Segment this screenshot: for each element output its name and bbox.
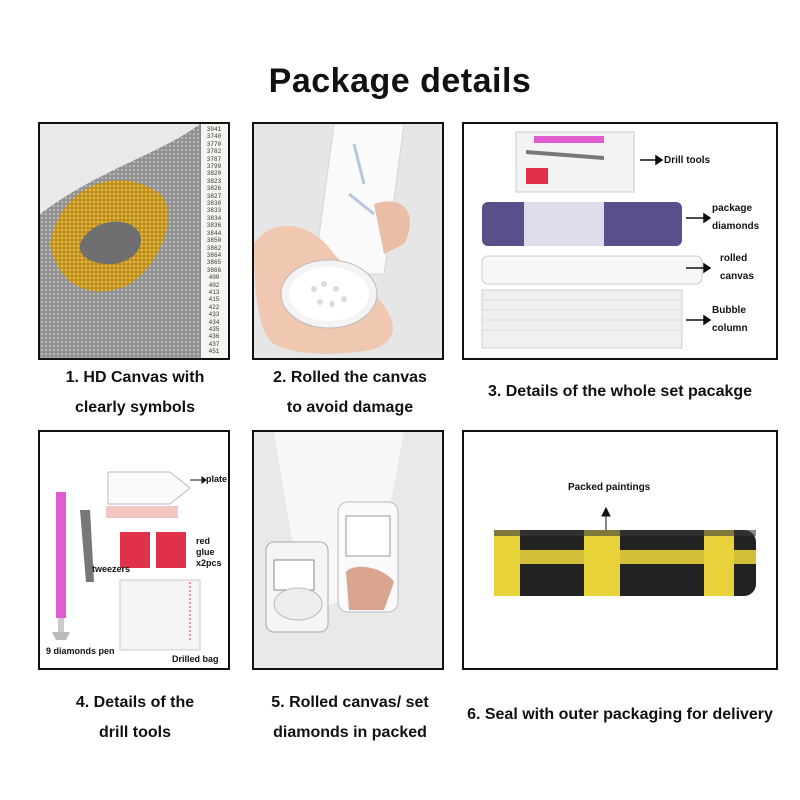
symbol-code: 422: [208, 303, 220, 311]
label-bubble-line1: Bubble: [712, 305, 746, 316]
label-package-line1: package: [712, 203, 753, 214]
symbol-code: 402: [208, 281, 220, 289]
label-tweezers: tweezers: [92, 564, 131, 574]
symbol-code: 433: [208, 311, 220, 319]
symbol-code: 400: [208, 274, 220, 282]
symbol-code: 435: [208, 325, 220, 333]
symbol-code: 3823: [206, 177, 222, 185]
caption-1-line2: clearly symbols: [74, 399, 196, 416]
symbol-code: 3041: [206, 126, 222, 133]
symbol-code: 3820: [206, 170, 222, 178]
drill-tools-photo: [52, 471, 207, 651]
label-rolled-line1: rolled: [720, 253, 748, 264]
caption-3: 3. Details of the whole set pacakge: [487, 383, 753, 400]
symbol-code: 3834: [206, 214, 222, 222]
label-red-glue-text: red glue: [196, 536, 215, 557]
packed-set-photo: [254, 432, 442, 668]
caption-4: 4. Details of the drill tools: [30, 688, 240, 748]
symbol-code: 3740: [206, 133, 222, 141]
caption-5: 5. Rolled canvas/ set diamonds in packed: [240, 688, 460, 748]
caption-2-line1: 2. Rolled the canvas: [273, 369, 427, 386]
label-plate: plate: [206, 474, 228, 484]
symbol-code: 3826: [206, 185, 222, 193]
label-red-glue: red glue x2pcs: [196, 536, 228, 569]
panel-packed-set: [252, 430, 444, 670]
caption-1: 1. HD Canvas with clearly symbols: [30, 363, 240, 423]
label-drilled-bag: Drilled bag: [172, 654, 219, 664]
label-rolled-line2: canvas: [720, 271, 754, 282]
label-rolled-canvas: rolled canvas: [720, 250, 754, 286]
caption-5-line2: diamonds in packed: [273, 724, 427, 741]
symbol-code: 3787: [206, 155, 222, 163]
rolled-canvas-photo: [254, 124, 442, 358]
caption-2: 2. Rolled the canvas to avoid damage: [240, 363, 460, 423]
symbol-code: 3836: [206, 222, 222, 230]
symbol-code: 3830: [206, 200, 222, 208]
page-title: Package details: [268, 62, 532, 100]
symbol-code: 3866: [206, 266, 222, 274]
symbol-code: 3844: [206, 229, 222, 237]
label-package-diamonds: package diamonds: [712, 200, 759, 236]
label-drill-tools: Drill tools: [664, 155, 711, 166]
symbol-code: 3799: [206, 163, 222, 171]
caption-2-line2: to avoid damage: [286, 399, 414, 416]
label-bubble-column: Bubble column: [712, 302, 748, 338]
caption-4-line2: drill tools: [99, 724, 171, 741]
panel-rolled-canvas: [252, 122, 444, 360]
symbol-code: 3864: [206, 251, 222, 259]
label-bubble-line2: column: [712, 323, 748, 334]
caption-5-line1: 5. Rolled canvas/ set: [271, 694, 429, 711]
symbol-code: 3827: [206, 192, 222, 200]
symbol-code: 413: [208, 288, 220, 296]
symbol-code: 3862: [206, 244, 222, 252]
symbol-code: 434: [208, 318, 220, 326]
panel-whole-set: Drill tools package diamonds rolled canv…: [462, 122, 778, 360]
symbol-code: 3782: [206, 148, 222, 156]
caption-6: 6. Seal with outer packaging for deliver…: [467, 706, 773, 723]
symbol-code: 437: [208, 340, 220, 348]
symbol-code: 3833: [206, 207, 222, 215]
symbol-code: 451: [208, 348, 220, 356]
label-packed-paintings: Packed paintings: [568, 482, 651, 493]
label-red-glue-qty: x2pcs: [196, 558, 222, 568]
caption-4-line1: 4. Details of the: [75, 694, 195, 711]
symbol-code: 3865: [206, 259, 222, 267]
symbol-code: 3770: [206, 140, 222, 148]
label-pen: 9 diamonds pen: [46, 646, 115, 656]
whole-set-photo: [481, 131, 712, 349]
label-package-line2: diamonds: [712, 221, 760, 232]
symbol-code: 415: [208, 296, 220, 304]
sealed-package-photo: [494, 506, 756, 596]
caption-1-line1: 1. HD Canvas with: [65, 369, 205, 386]
canvas-photo: [40, 124, 228, 358]
panel-drill-tools: plate red glue x2pcs tweezers 9 diamonds…: [38, 430, 230, 670]
panel-sealed-package: Packed paintings: [462, 430, 778, 670]
symbol-code: 3850: [206, 237, 222, 245]
symbol-code: 436: [208, 333, 220, 341]
